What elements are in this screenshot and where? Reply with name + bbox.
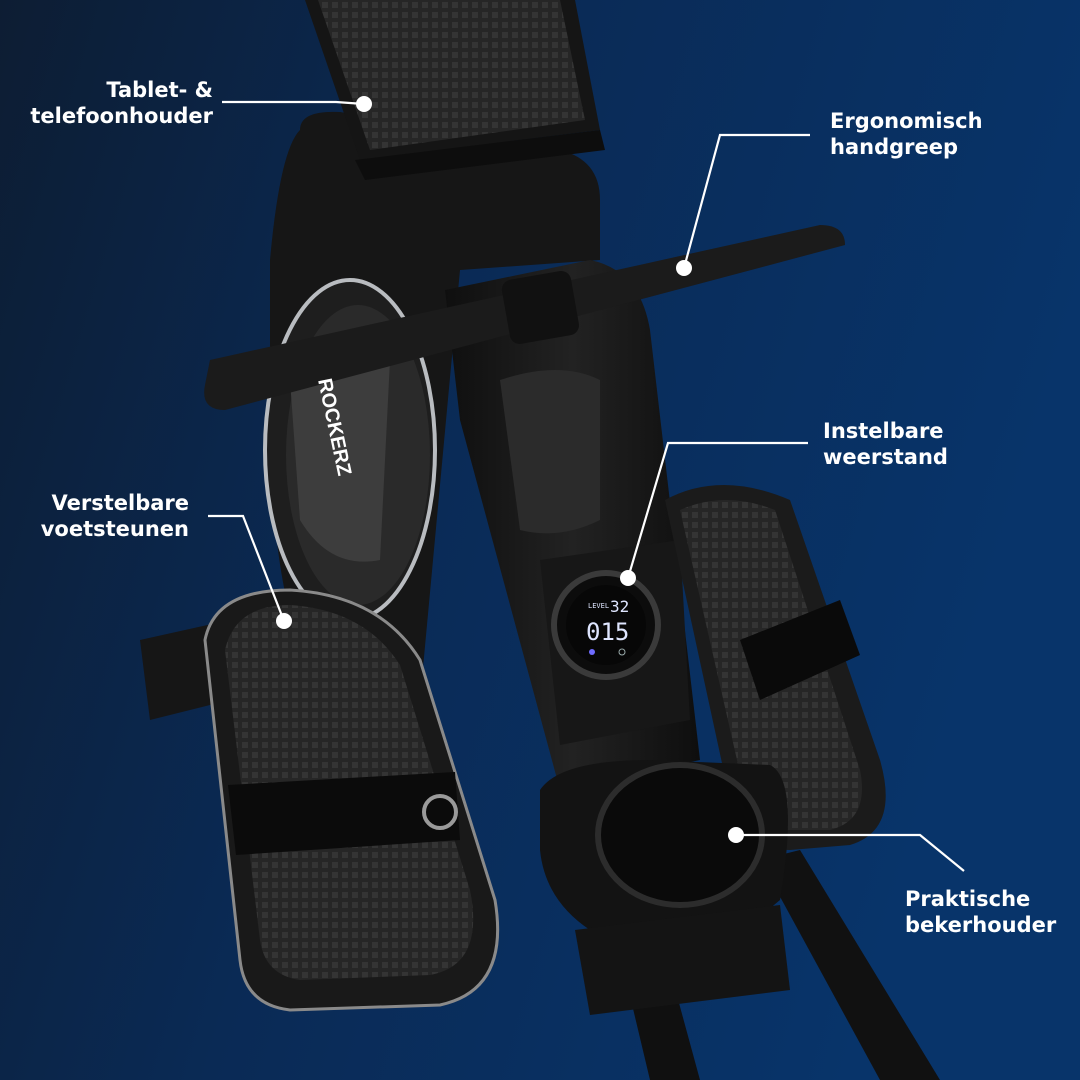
resistance-leader-line [626, 441, 808, 579]
callout-dots [276, 96, 744, 843]
right-footrest [665, 485, 886, 850]
console-display [551, 570, 661, 680]
lcd-level-label: LEVEL [588, 602, 609, 610]
lcd-readout: LEVEL 32 015 [586, 597, 629, 656]
lcd-count-value: 015 [586, 618, 629, 646]
callout-lines [208, 100, 965, 872]
callout-footrests: Verstelbare voetsteunen [41, 490, 189, 542]
callout-handle: Ergonomisch handgreep [830, 108, 983, 160]
callout-footrests-line1: Verstelbare [51, 491, 189, 515]
tablet-dot [356, 96, 372, 112]
footrests-dot [276, 613, 292, 629]
lcd-level-value: 32 [610, 597, 629, 616]
resistance-dot [620, 570, 636, 586]
callout-handle-line1: Ergonomisch [830, 109, 983, 133]
callout-resistance: Instelbare weerstand [823, 418, 948, 470]
callout-cupholder-line2: bekerhouder [905, 913, 1057, 937]
cupholder-dot [728, 827, 744, 843]
callout-tablet-line2: telefoonhouder [30, 104, 213, 128]
callout-tablet-holder: Tablet- & telefoonhouder [30, 77, 213, 129]
handle-leader-line [682, 133, 810, 269]
tablet-holder [305, 0, 605, 180]
footrests-leader-line [208, 514, 286, 622]
callout-footrests-line2: voetsteunen [40, 517, 189, 541]
left-footrest [140, 588, 500, 1012]
callout-resistance-line1: Instelbare [823, 419, 944, 443]
cup-holder [540, 760, 790, 1015]
callout-handle-line2: handgreep [830, 135, 959, 159]
cupholder-leader-line [736, 833, 965, 872]
handle-dot [676, 260, 692, 276]
lcd-mode-icon [589, 649, 595, 655]
tablet-leader-line [222, 100, 365, 106]
callout-cupholder: Praktische bekerhouder [905, 886, 1056, 938]
callout-tablet-line1: Tablet- & [106, 78, 213, 102]
callout-resistance-line2: weerstand [823, 445, 948, 469]
callout-cupholder-line1: Praktische [905, 887, 1031, 911]
lcd-power-icon [618, 648, 626, 656]
